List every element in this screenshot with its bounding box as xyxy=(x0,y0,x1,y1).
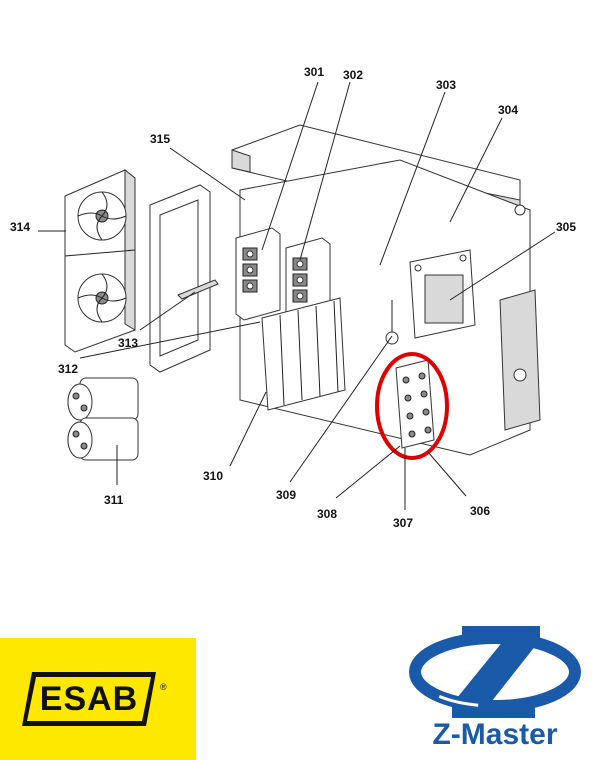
label-307: 307 xyxy=(393,516,413,530)
label-312: 312 xyxy=(58,362,78,376)
zmaster-wordmark: Z-Master xyxy=(432,718,558,751)
igbt-module-301 xyxy=(235,227,281,321)
chassis xyxy=(239,159,541,456)
label-311: 311 xyxy=(104,493,124,507)
exploded-parts-diagram: 301 302 303 304 305 306 307 308 309 310 … xyxy=(10,65,576,530)
label-306: 306 xyxy=(470,504,490,518)
label-314: 314 xyxy=(10,220,30,234)
label-303: 303 xyxy=(436,78,456,92)
label-315: 315 xyxy=(150,132,170,146)
leader-lines xyxy=(38,81,556,510)
label-304: 304 xyxy=(498,103,518,117)
esab-logo: ESAB ® xyxy=(0,638,196,760)
label-310: 310 xyxy=(203,469,223,483)
label-313: 313 xyxy=(118,336,138,350)
esab-badge-shape xyxy=(22,672,156,726)
label-308: 308 xyxy=(317,507,337,521)
transformer-305 xyxy=(409,249,476,339)
label-301: 301 xyxy=(304,65,324,79)
capacitor-311 xyxy=(67,377,139,461)
label-305: 305 xyxy=(556,220,576,234)
terminal-block-307 xyxy=(395,359,435,449)
heatsink-310 xyxy=(261,297,346,411)
highlight-ring xyxy=(375,352,449,460)
fan-314 xyxy=(64,168,136,353)
label-309: 309 xyxy=(276,488,296,502)
zmaster-z-icon xyxy=(409,626,581,718)
clip-313 xyxy=(177,279,219,300)
esab-wordmark: ESAB xyxy=(39,680,139,718)
label-302: 302 xyxy=(343,68,363,82)
zmaster-logo: Z-Master xyxy=(400,620,590,760)
air-duct-312 xyxy=(149,184,211,373)
esab-registered-mark: ® xyxy=(160,682,167,692)
